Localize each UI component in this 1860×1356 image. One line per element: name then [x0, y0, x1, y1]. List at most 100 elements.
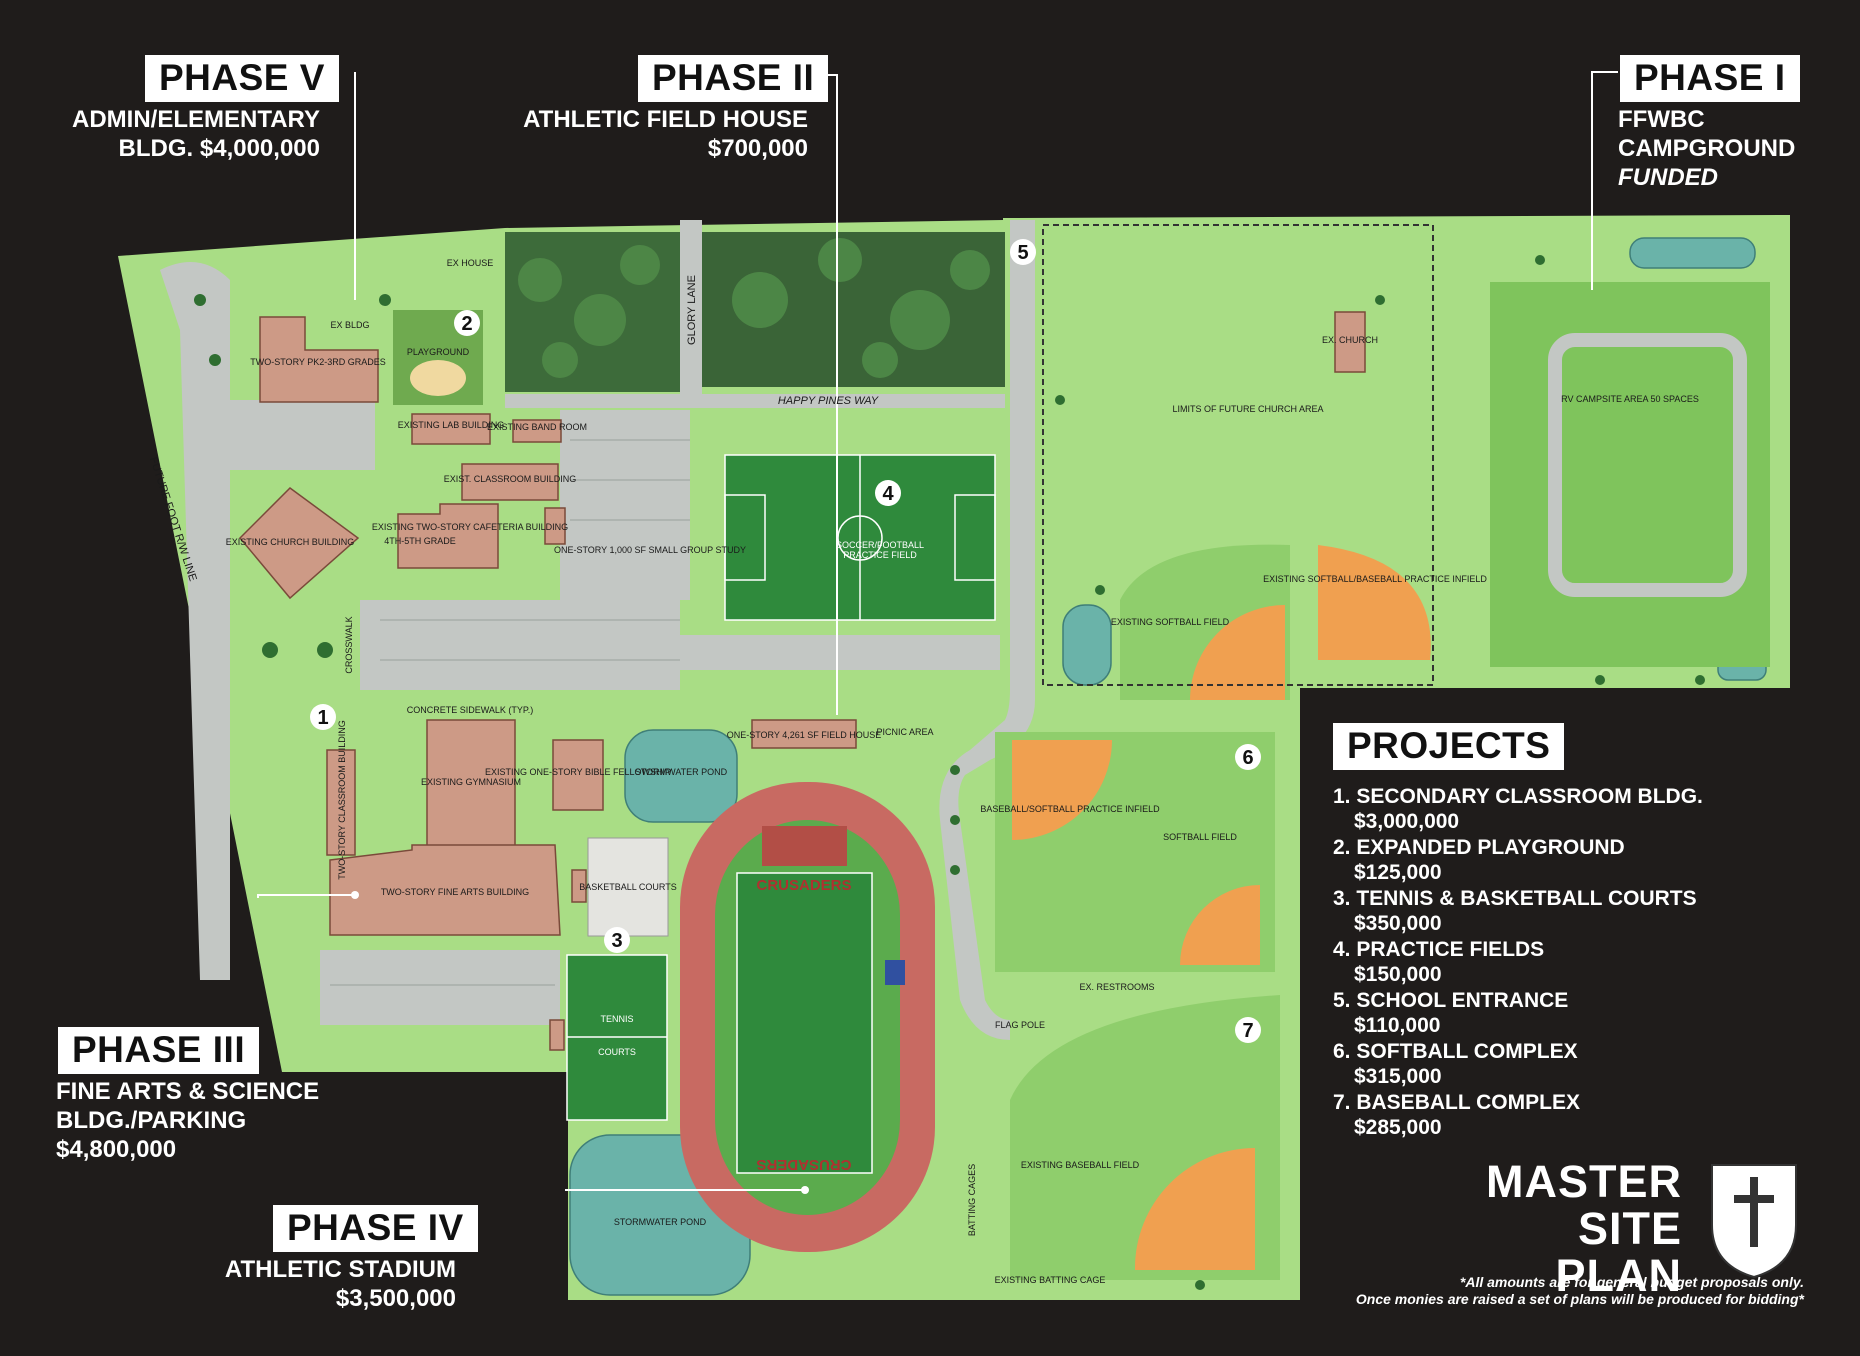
- master-site-plan-title: MASTER SITE PLAN: [1442, 1158, 1682, 1299]
- svg-text:2: 2: [461, 313, 472, 335]
- project-label: 7. BASEBALL COMPLEX: [1333, 1090, 1580, 1114]
- phase-iv-title: PHASE IV: [273, 1205, 478, 1252]
- phase-i-line2: CAMPGROUND: [1618, 134, 1796, 162]
- label-ex-restrooms: EX. RESTROOMS: [1079, 982, 1154, 992]
- project-label: 5. SCHOOL ENTRANCE: [1333, 988, 1569, 1012]
- project-item: 1. SECONDARY CLASSROOM BLDG.$3,000,000: [1333, 784, 1753, 834]
- future-church-limits: [1042, 224, 1434, 686]
- project-label: 3. TENNIS & BASKETBALL COURTS: [1333, 886, 1697, 910]
- label-fourth-grade: 4TH-5TH GRADE: [384, 536, 456, 546]
- project-cost: $350,000: [1354, 911, 1442, 935]
- label-fine-arts: TWO-STORY FINE ARTS BUILDING: [381, 887, 529, 897]
- svg-text:3: 3: [611, 930, 622, 952]
- phase-v-title: PHASE V: [145, 55, 339, 102]
- phase-iii-line2: BLDG./PARKING: [56, 1106, 247, 1134]
- project-item: 7. BASEBALL COMPLEX$285,000: [1333, 1090, 1753, 1140]
- projects-panel: PROJECTS 1. SECONDARY CLASSROOM BLDG.$3,…: [1333, 723, 1753, 1141]
- phase-iii-line3: $4,800,000: [56, 1135, 177, 1163]
- project-cost: $150,000: [1354, 962, 1442, 986]
- label-glory-lane: GLORY LANE: [686, 275, 698, 345]
- project-cost: $315,000: [1354, 1064, 1442, 1088]
- label-ex-church: EX. CHURCH: [1322, 335, 1378, 345]
- label-flag-pole: FLAG POLE: [995, 1020, 1045, 1030]
- label-batting-cages: BATTING CAGES: [967, 1164, 977, 1236]
- project-cost: $125,000: [1354, 860, 1442, 884]
- label-limits-church: LIMITS OF FUTURE CHURCH AREA: [1172, 404, 1323, 414]
- project-cost: $3,000,000: [1354, 809, 1460, 833]
- footnote-line2: Once monies are raised a set of plans wi…: [1355, 1291, 1804, 1307]
- phase-v-desc: ADMIN/ELEMENTARY BLDG. $4,000,000: [40, 106, 320, 164]
- phase-ii-line1: ATHLETIC FIELD HOUSE: [523, 106, 808, 133]
- projects-title: PROJECTS: [1333, 723, 1565, 770]
- project-label: 4. PRACTICE FIELDS: [1333, 937, 1545, 961]
- project-item: 6. SOFTBALL COMPLEX$315,000: [1333, 1039, 1753, 1089]
- phase-i-desc: FFWBC CAMPGROUND FUNDED: [1618, 106, 1795, 192]
- label-secondary-bldg: TWO-STORY CLASSROOM BUILDING: [337, 720, 347, 880]
- phase-v-line1: ADMIN/ELEMENTARY: [72, 106, 320, 133]
- label-gymnasium: EXISTING GYMNASIUM: [421, 777, 521, 787]
- label-band-room: EXISTING BAND ROOM: [487, 422, 587, 432]
- label-ex-house: EX HOUSE: [447, 258, 494, 268]
- buildings: [238, 311, 1662, 1051]
- svg-text:1: 1: [317, 707, 328, 729]
- svg-text:7: 7: [1242, 1020, 1253, 1042]
- project-item: 3. TENNIS & BASKETBALL COURTS$350,000: [1333, 886, 1753, 936]
- project-label: 2. EXPANDED PLAYGROUND: [1333, 835, 1625, 859]
- phase-iii-desc: FINE ARTS & SCIENCE BLDG./PARKING $4,800…: [56, 1078, 319, 1164]
- crusaders-endzone-top: CRUSADERS: [756, 877, 851, 894]
- label-basketball-courts: BASKETBALL COURTS: [579, 882, 677, 892]
- label-concrete-sidewalk: CONCRETE SIDEWALK (TYP.): [407, 705, 534, 715]
- phase-ii-desc: ATHLETIC FIELD HOUSE $700,000: [470, 106, 808, 164]
- project-cost: $285,000: [1354, 1115, 1442, 1139]
- label-stormwater-pond-1: STORMWATER POND: [635, 767, 728, 777]
- footnote-line1: *All amounts are for general budget prop…: [1459, 1274, 1804, 1290]
- label-tennis: TENNIS: [600, 1014, 633, 1024]
- label-existing-softball: EXISTING SOFTBALL FIELD: [1111, 617, 1230, 627]
- project-markers: 1 2 3 4 5 6 7: [310, 239, 1261, 1043]
- football-field: [736, 872, 873, 1174]
- label-softball-field: SOFTBALL FIELD: [1163, 832, 1237, 842]
- project-item: 5. SCHOOL ENTRANCE$110,000: [1333, 988, 1753, 1038]
- phase-iii-line1: FINE ARTS & SCIENCE: [56, 1078, 320, 1105]
- project-item: 2. EXPANDED PLAYGROUND$125,000: [1333, 835, 1753, 885]
- label-existing-sb-practice: EXISTING SOFTBALL/BASEBALL PRACTICE INFI…: [1263, 574, 1487, 584]
- phase-iv-line1: ATHLETIC STADIUM: [224, 1256, 456, 1283]
- label-crosswalk: CROSSWALK: [344, 616, 354, 673]
- label-existing-baseball: EXISTING BASEBALL FIELD: [1021, 1160, 1140, 1170]
- phase-i-line3: FUNDED: [1618, 163, 1718, 191]
- phase-i-title: PHASE I: [1620, 55, 1800, 102]
- label-bible-fellowship: EXISTING ONE-STORY BIBLE FELLOWSHIP: [485, 767, 671, 777]
- phase-ii-line2: $700,000: [707, 134, 808, 162]
- budget-footnote: *All amounts are for general budget prop…: [1356, 1274, 1804, 1308]
- label-cafeteria: EXISTING TWO-STORY CAFETERIA BUILDING: [372, 522, 568, 532]
- label-existing-batting: EXISTING BATTING CAGE: [995, 1275, 1106, 1285]
- existing-practice-infield: [1318, 545, 1431, 660]
- svg-text:4: 4: [882, 483, 894, 505]
- phase-iii-title: PHASE III: [58, 1027, 260, 1074]
- label-classroom-bldg: EXIST. CLASSROOM BUILDING: [444, 474, 577, 484]
- svg-text:5: 5: [1017, 242, 1028, 264]
- label-sb-practice: BASEBALL/SOFTBALL PRACTICE INFIELD: [980, 804, 1160, 814]
- crusaders-endzone-bottom: CRUSADERS: [756, 1156, 851, 1173]
- label-rv-campsite: RV CAMPSITE AREA 50 SPACES: [1561, 394, 1699, 404]
- label-practice-field: PRACTICE FIELD: [843, 550, 917, 560]
- label-two-story-k: TWO-STORY PK2-3RD GRADES: [250, 357, 386, 367]
- phase-ii-title: PHASE II: [638, 55, 829, 102]
- label-playground: PLAYGROUND: [407, 347, 470, 357]
- phase-i-line1: FFWBC: [1618, 106, 1705, 133]
- phase-v-line2: BLDG. $4,000,000: [118, 134, 320, 162]
- label-church: EXISTING CHURCH BUILDING: [226, 537, 355, 547]
- label-small-group: ONE-STORY 1,000 SF SMALL GROUP STUDY: [554, 545, 746, 555]
- project-label: 1. SECONDARY CLASSROOM BLDG.: [1333, 784, 1703, 808]
- roads: [160, 220, 1035, 1040]
- label-stormwater-pond-2: STORMWATER POND: [614, 1217, 707, 1227]
- label-soccer: SOCCER/FOOTBALL: [836, 540, 924, 550]
- school-crest-icon: [1711, 1164, 1797, 1279]
- project-cost: $110,000: [1354, 1013, 1441, 1037]
- phase-iv-desc: ATHLETIC STADIUM $3,500,000: [150, 1256, 456, 1314]
- title-line1: MASTER: [1486, 1156, 1682, 1207]
- title-line2: SITE PLAN: [1555, 1203, 1682, 1301]
- project-item: 4. PRACTICE FIELDS$150,000: [1333, 937, 1753, 987]
